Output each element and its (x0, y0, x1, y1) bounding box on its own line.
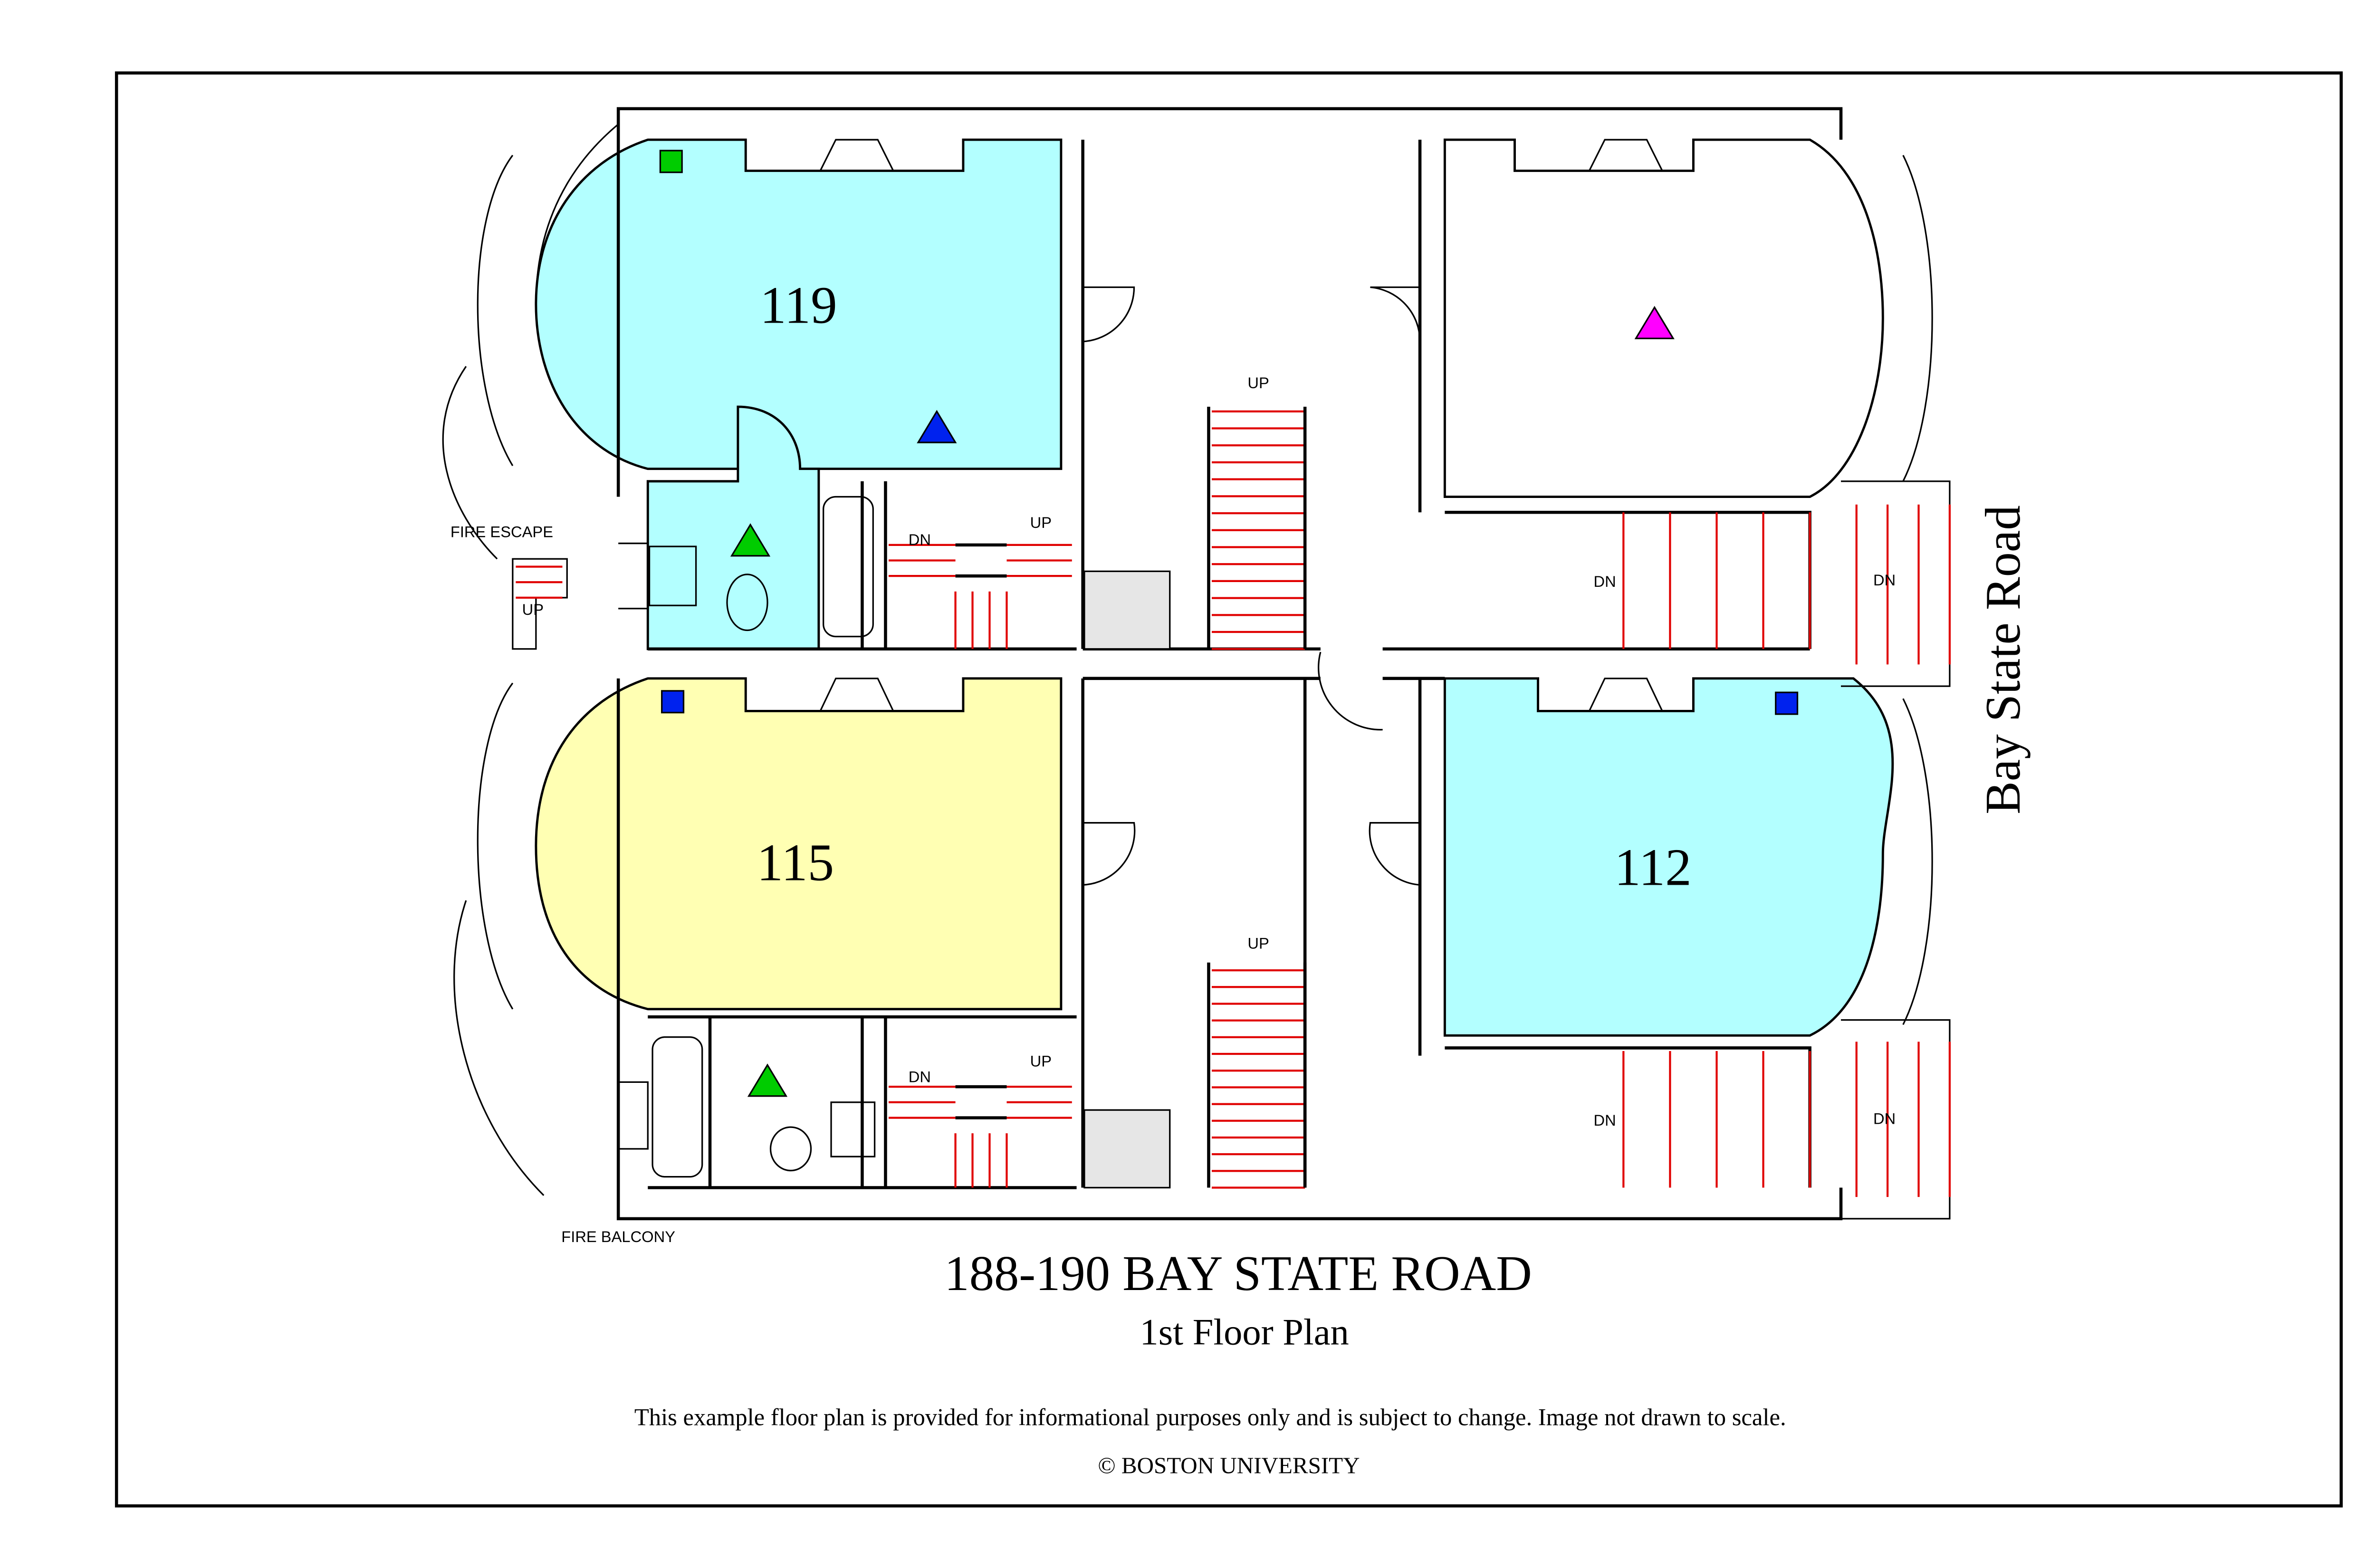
room-label-112: 112 (1614, 838, 1692, 897)
stair-up-label: UP (1247, 374, 1269, 392)
street-label: Bay State Road (1975, 505, 2031, 814)
room-label-115: 115 (757, 834, 834, 892)
room-label-119: 119 (760, 277, 837, 335)
room-112[interactable] (1443, 677, 1894, 1037)
stair-dn-label: DN (1873, 571, 1896, 589)
fire-escape-label: FIRE ESCAPE (450, 523, 553, 541)
disclaimer: This example floor plan is provided for … (634, 1404, 1786, 1430)
plan-subtitle: 1st Floor Plan (1140, 1311, 1349, 1353)
stair-dn-label: DN (1594, 1111, 1616, 1129)
green-triangle-marker (730, 523, 771, 557)
stair-up-label: UP (1030, 514, 1052, 531)
blue-square-marker (661, 690, 685, 714)
fire-escape-up-label: UP (522, 601, 544, 618)
sheet-border (115, 71, 2343, 1508)
green-triangle-marker (747, 1063, 788, 1097)
room-unlabeled-top-right[interactable] (1443, 138, 1884, 498)
stair-up-label: UP (1030, 1052, 1052, 1070)
stair-dn-label: DN (1873, 1110, 1896, 1128)
blue-square-marker (1775, 691, 1799, 715)
stair-up-label: UP (1247, 934, 1269, 952)
stair-dn-label: DN (1594, 573, 1616, 590)
plan-title: 188-190 BAY STATE ROAD (944, 1246, 1532, 1301)
stair-dn-label: DN (909, 531, 931, 548)
stairs (516, 407, 1951, 1197)
copyright: © BOSTON UNIVERSITY (1098, 1453, 1360, 1479)
room-115[interactable] (535, 677, 1063, 1011)
stair-dn-label: DN (909, 1068, 931, 1085)
fire-balcony-label: FIRE BALCONY (561, 1228, 675, 1245)
building-walls (442, 107, 1951, 1221)
blue-triangle-marker (917, 410, 957, 443)
green-square-marker (659, 150, 683, 173)
room-119[interactable] (535, 138, 1063, 470)
magenta-triangle-marker (1634, 306, 1675, 339)
